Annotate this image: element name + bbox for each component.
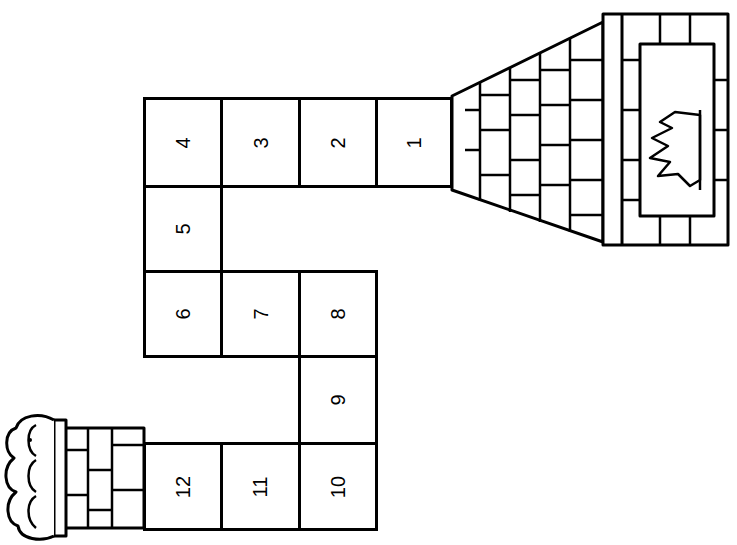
chimney-top [6,416,144,540]
square-number: 10 [328,475,348,497]
board-square: 10 [298,442,378,531]
square-number: 9 [328,394,348,405]
square-number: 5 [173,223,193,234]
board-square: 8 [298,270,378,358]
board-square: 2 [298,97,378,188]
board-square: 12 [143,442,223,531]
board-square: 5 [143,185,223,273]
board-square: 11 [220,442,301,531]
square-number: 6 [173,308,193,319]
square-number: 1 [404,137,424,148]
board-square: 6 [143,270,223,358]
board-square: 9 [298,355,378,445]
square-number: 11 [250,476,270,497]
fireplace [452,14,728,245]
square-number: 3 [251,137,271,148]
board-square: 4 [143,97,223,188]
board-square: 3 [220,97,301,188]
square-number: 7 [251,308,271,319]
board-square: 1 [375,97,453,188]
board-square: 7 [220,270,301,358]
square-number: 8 [328,308,348,319]
square-number: 2 [328,137,348,148]
square-number: 4 [173,137,193,148]
square-number: 12 [173,475,193,497]
